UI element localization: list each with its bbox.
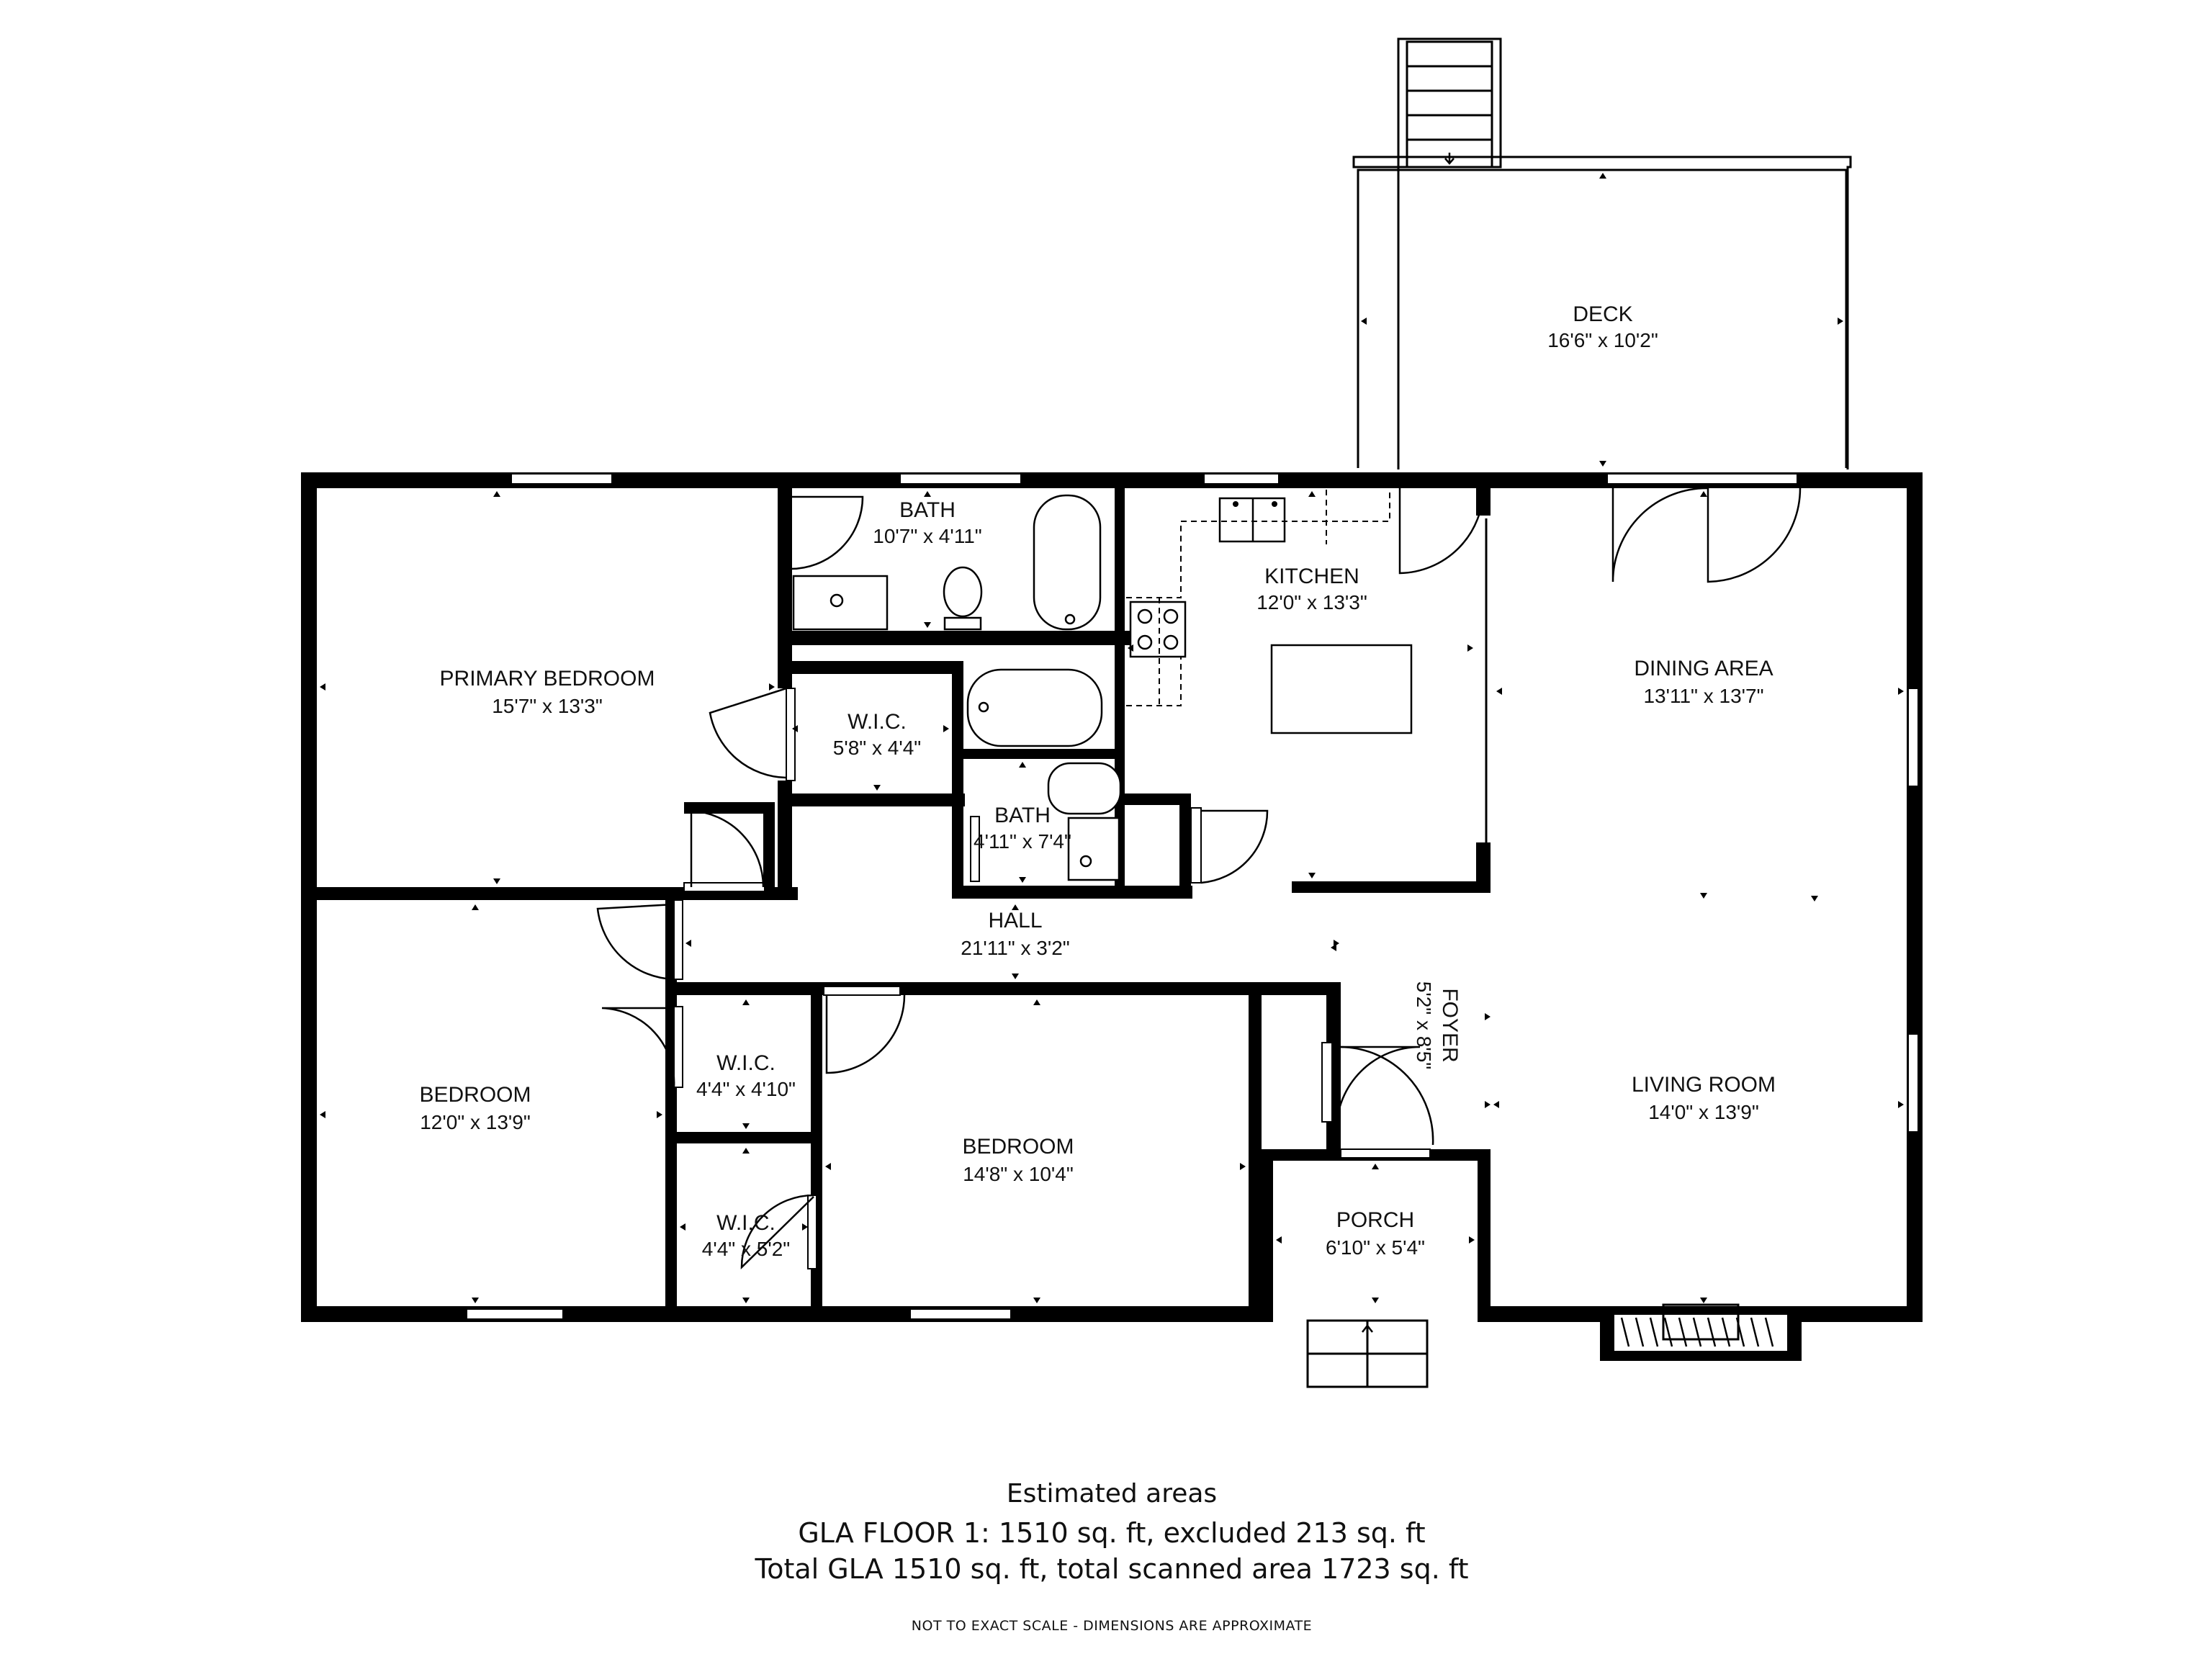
dining-area-name: DINING AREA <box>1634 657 1773 680</box>
deck-name: DECK <box>1573 302 1632 326</box>
foyer-dimensions: 5'2" x 8'5" <box>1413 981 1435 1069</box>
porch-name: PORCH <box>1336 1208 1414 1232</box>
wic-upper-name: W.I.C. <box>716 1051 775 1075</box>
foyer-name: FOYER <box>1438 988 1462 1062</box>
footer: Estimated areas GLA FLOOR 1: 1510 sq. ft… <box>754 1479 1468 1634</box>
bath-main-dimensions: 10'7" x 4'11" <box>873 525 981 547</box>
bath-hall-dimensions: 4'11" x 7'4" <box>974 830 1071 853</box>
porch-dimensions: 6'10" x 5'4" <box>1326 1236 1425 1259</box>
fireplace-hatch <box>1620 1303 1774 1347</box>
porch-steps <box>1306 1319 1429 1388</box>
primary-bedroom-name: PRIMARY BEDROOM <box>440 667 655 691</box>
bedroom-left-dimensions: 12'0" x 13'9" <box>420 1111 531 1133</box>
bedroom-left-name: BEDROOM <box>419 1083 531 1107</box>
sink-icon <box>1218 497 1286 543</box>
living-room-dimensions: 14'0" x 13'9" <box>1648 1101 1759 1123</box>
footer-title: Estimated areas <box>1007 1479 1217 1509</box>
bedroom-mid-dimensions: 14'8" x 10'4" <box>963 1163 1074 1185</box>
deck <box>1352 37 1852 469</box>
hall-name: HALL <box>988 909 1042 932</box>
windows <box>466 473 1919 1320</box>
fixtures <box>792 488 1413 881</box>
doors <box>596 487 1802 1269</box>
dining-area-dimensions: 13'11" x 13'7" <box>1643 685 1763 707</box>
walls <box>301 472 1923 1361</box>
deck-dimensions: 16'6" x 10'2" <box>1547 329 1658 351</box>
primary-bedroom-dimensions: 15'7" x 13'3" <box>492 695 603 717</box>
wic-lower-dimensions: 4'4" x 5'2" <box>702 1238 790 1260</box>
stove-icon <box>1129 601 1187 658</box>
wic-primary-name: W.I.C. <box>848 710 907 734</box>
living-room-name: LIVING ROOM <box>1632 1073 1776 1097</box>
bath-main-name: BATH <box>899 498 956 522</box>
kitchen-name: KITCHEN <box>1264 565 1359 588</box>
footer-gla-line: GLA FLOOR 1: 1510 sq. ft, excluded 213 s… <box>798 1517 1425 1549</box>
bath-hall-name: BATH <box>994 804 1051 827</box>
footer-total-line: Total GLA 1510 sq. ft, total scanned are… <box>754 1553 1468 1585</box>
deck-stairs <box>1397 37 1502 168</box>
wic-lower-name: W.I.C. <box>716 1211 775 1235</box>
dimension-ticks <box>320 173 1904 1303</box>
wic-primary-dimensions: 5'8" x 4'4" <box>833 737 921 759</box>
hall-dimensions: 21'11" x 3'2" <box>961 937 1069 959</box>
wic-upper-dimensions: 4'4" x 4'10" <box>696 1078 796 1100</box>
bedroom-mid-name: BEDROOM <box>962 1135 1074 1159</box>
room-labels: DECK 16'6" x 10'2" BATH 10'7" x 4'11" KI… <box>419 302 1776 1260</box>
kitchen-dimensions: 12'0" x 13'3" <box>1256 591 1367 613</box>
footer-scale-note: NOT TO EXACT SCALE - DIMENSIONS ARE APPR… <box>912 1618 1312 1634</box>
